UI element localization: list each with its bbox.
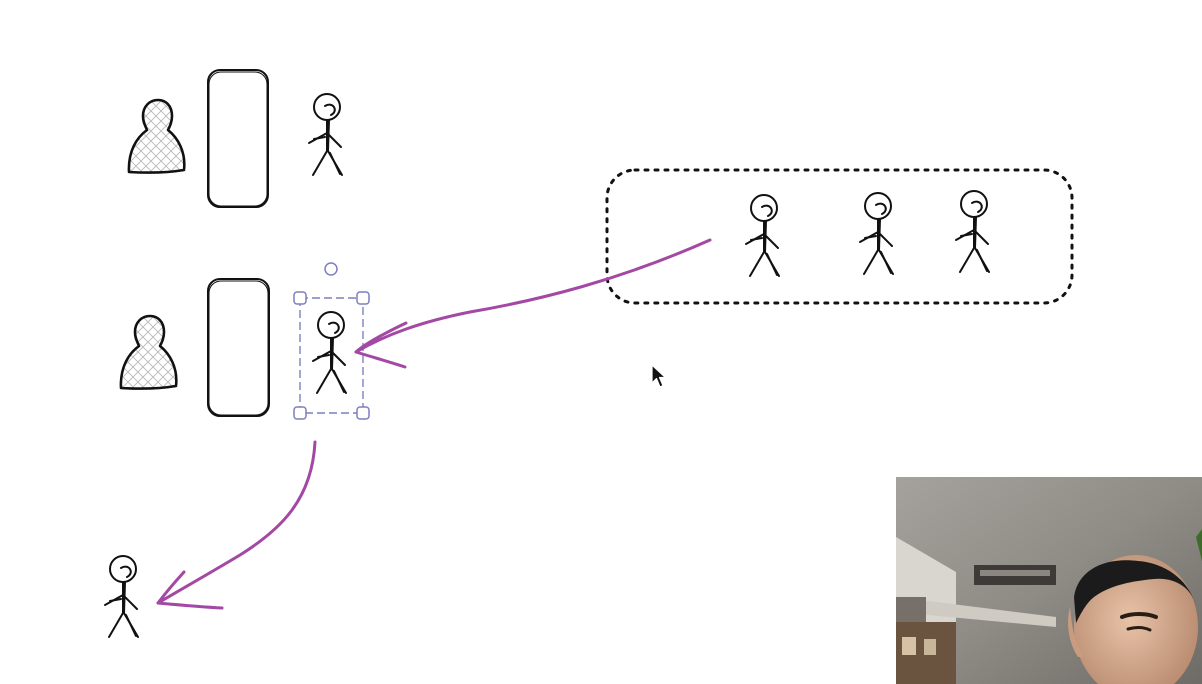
- resize-handle-bottom-left[interactable]: [293, 406, 307, 420]
- stick-figure-upper[interactable]: [308, 93, 343, 176]
- mouse-pointer-icon: [651, 364, 667, 388]
- queue-group[interactable]: [605, 168, 1074, 305]
- seated-person-lower[interactable]: [119, 314, 178, 390]
- webcam-overlay: [896, 477, 1202, 684]
- resize-handle-top-left[interactable]: [293, 291, 307, 305]
- tall-rounded-box-upper[interactable]: [207, 69, 269, 208]
- queue-stick-figure-1[interactable]: [745, 194, 780, 277]
- tall-rounded-box-lower[interactable]: [207, 278, 270, 417]
- queue-stick-figure-2[interactable]: [859, 192, 894, 275]
- upper-row: [127, 69, 343, 208]
- queue-stick-figure-3[interactable]: [955, 190, 990, 273]
- resize-handle-bottom-right[interactable]: [356, 406, 370, 420]
- arrow-from-queue-to-selected[interactable]: [354, 238, 712, 369]
- resize-handle-top-right[interactable]: [356, 291, 370, 305]
- arrow-from-selected-to-bottom-left[interactable]: [156, 440, 317, 610]
- stick-figure-bottom-left[interactable]: [104, 555, 139, 638]
- seated-person-upper[interactable]: [127, 98, 186, 174]
- rotation-handle[interactable]: [324, 262, 338, 276]
- presenter-webcam-feed: [896, 477, 1202, 684]
- lower-row: [119, 278, 347, 417]
- stick-figure-selected[interactable]: [312, 311, 347, 394]
